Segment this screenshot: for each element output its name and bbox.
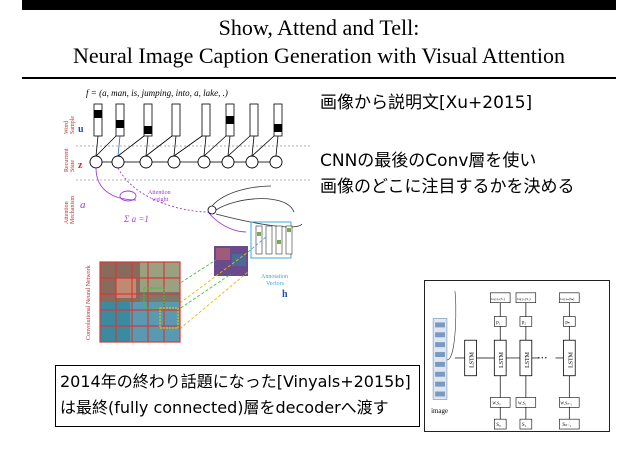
cnn-note-line-2: 画像のどこに注目するかを決める	[320, 177, 575, 197]
output-boxes	[490, 292, 580, 430]
feature-map	[214, 246, 248, 276]
annotation-vectors-label: Annotation Vectors	[261, 274, 288, 287]
a-j-label: a	[80, 199, 86, 211]
u-j-label: u	[78, 124, 84, 135]
title-divider	[22, 77, 616, 79]
word-sample-label: WordSample	[64, 116, 76, 134]
svg-text:S₀: S₀	[496, 423, 501, 428]
prob-labels: p₁ p₂ pₙ	[496, 320, 570, 325]
svg-text:pₙ: pₙ	[565, 320, 569, 325]
vinyals-note-line-1: 2014年の終わり話題になった[Vinyals+2015b]	[60, 372, 411, 391]
svg-text:LSTM: LSTM	[525, 351, 531, 368]
svg-text:LSTM: LSTM	[499, 351, 505, 368]
word-labels: S₀ S₁ Sₙ₋₁	[496, 423, 571, 428]
vinyals-lstm-figure: image LSTM LSTM LSTM LSTM • • •	[424, 280, 610, 432]
lstm-connections	[454, 302, 570, 420]
svg-text:Attention: Attention	[148, 190, 171, 196]
vinyals-note: 2014年の終わり話題になった[Vinyals+2015b] は最終(fully…	[55, 365, 420, 427]
svg-text:WₑS₀: WₑS₀	[492, 400, 501, 405]
svg-text:LSTM: LSTM	[568, 351, 574, 368]
context-arrows	[211, 185, 303, 228]
svg-text:WₑSₙ₋₁: WₑSₙ₋₁	[560, 400, 573, 405]
output-labels: log p₁(S₁) log p₂(S₂) log pₙ(Sₙ)	[491, 297, 574, 301]
svg-text:WₑS₁: WₑS₁	[518, 400, 527, 405]
cnn-note: CNNの最後のConv層を使い 画像のどこに注目するかを決める	[320, 148, 575, 200]
svg-text:weight: weight	[152, 197, 169, 203]
svg-text:Sₙ₋₁: Sₙ₋₁	[562, 423, 571, 428]
ellipsis: • • •	[538, 356, 547, 362]
svg-text:log p₂(S₂): log p₂(S₂)	[517, 297, 531, 301]
attention-weight-label: Attention weight	[148, 190, 171, 203]
reference-label: 画像から説明文[Xu+2015]	[320, 93, 533, 113]
svg-text:Vectors: Vectors	[266, 281, 285, 287]
input-labels: WₑS₀ WₑS₁ WₑSₙ₋₁	[492, 400, 573, 405]
cnn-label: Convolutional Neural Network	[86, 265, 92, 340]
h-j-label: h	[282, 289, 288, 300]
input-image	[99, 261, 181, 343]
vinyals-note-line-2: は最終(fully connected)層をdecoderへ渡す	[60, 398, 389, 417]
svg-text:p₂: p₂	[522, 320, 526, 325]
sum-rule: Σ a =1	[123, 214, 149, 224]
correspondence-lines	[159, 236, 267, 333]
word-sample-stacks	[93, 103, 283, 137]
combine-node	[207, 205, 217, 215]
image-label: image	[431, 408, 448, 415]
recurrent-state-label: RecurrentState	[64, 148, 76, 172]
top-bar	[22, 0, 616, 10]
image-cnn-stack	[432, 318, 448, 400]
title-line-1: Show, Attend and Tell:	[218, 15, 420, 40]
attention-mechanism-label: AttentionMechanism	[64, 196, 76, 224]
svg-text:Annotation: Annotation	[261, 274, 288, 280]
lstm-diagram: image LSTM LSTM LSTM LSTM • • •	[431, 290, 580, 430]
title-line-2: Neural Image Caption Generation with Vis…	[73, 43, 565, 68]
svg-text:LSTM: LSTM	[470, 351, 476, 368]
annotation-vectors	[250, 221, 293, 259]
lstm-labels: LSTM LSTM LSTM LSTM	[470, 351, 575, 368]
cnn-note-line-1: CNNの最後のConv層を使い	[320, 151, 537, 171]
attention-model-figure: f = (a, man, is, jumping, into, a, lake,…	[64, 88, 311, 343]
figure-caption: f = (a, man, is, jumping, into, a, lake,…	[86, 88, 228, 98]
svg-text:log pₙ(Sₙ): log pₙ(Sₙ)	[560, 297, 574, 301]
state-arrows	[95, 135, 279, 163]
slide-title: Show, Attend and Tell: Neural Image Capt…	[0, 14, 638, 70]
svg-text:log p₁(S₁): log p₁(S₁)	[491, 297, 505, 301]
attention-paths	[95, 167, 247, 233]
svg-text:S₁: S₁	[522, 423, 527, 428]
side-labels: WordSample RecurrentState AttentionMecha…	[64, 116, 92, 340]
z-j-label: z	[78, 160, 83, 171]
svg-text:p₁: p₁	[496, 320, 500, 325]
